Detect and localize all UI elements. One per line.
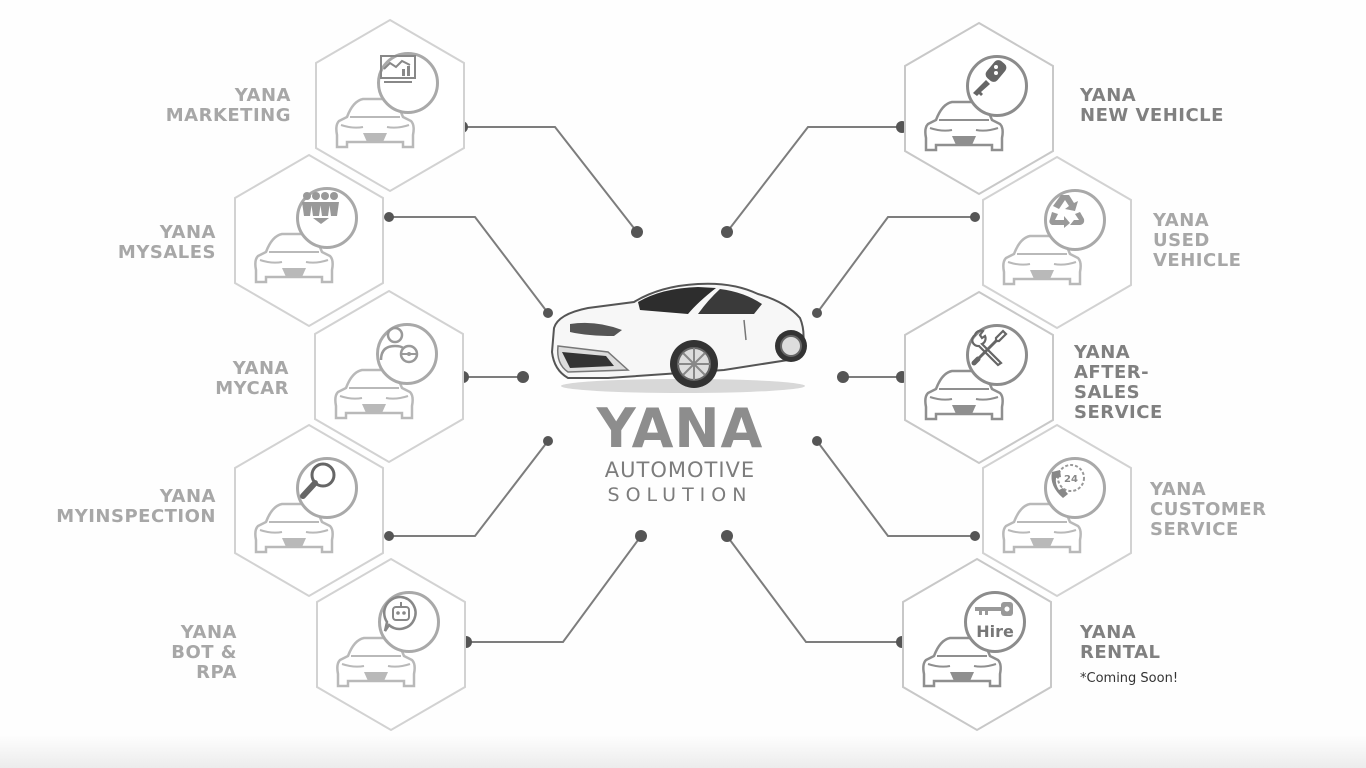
brand-title: YANA <box>596 397 764 460</box>
magnifier-icon <box>296 457 358 519</box>
bottom-shade <box>0 735 1366 768</box>
module-marketing[interactable] <box>315 18 465 193</box>
brand-subtitle-automotive: AUTOMOTIVE <box>604 458 756 482</box>
connector-customer-service <box>816 440 975 537</box>
marketing-chart-icon <box>377 52 439 114</box>
hire-label: Hire <box>976 621 1014 641</box>
module-bot-rpa[interactable] <box>316 557 466 732</box>
svg-text:24: 24 <box>1064 474 1078 485</box>
module-mysales[interactable] <box>234 153 384 328</box>
wrench-screwdriver-icon <box>966 324 1028 386</box>
robot-chat-icon <box>378 591 440 653</box>
connector-bot-rpa <box>466 535 642 643</box>
module-used-vehicle[interactable] <box>982 155 1132 330</box>
module-after-sales[interactable] <box>904 290 1054 465</box>
module-rental[interactable]: Hire <box>902 557 1052 732</box>
connector-mysales <box>389 216 549 314</box>
sports-car-illustration <box>550 282 807 393</box>
connector-new-vehicle <box>726 126 902 233</box>
recycle-icon <box>1044 189 1106 251</box>
coming-soon-note: *Coming Soon! <box>1080 671 1179 686</box>
module-mycar[interactable] <box>314 289 464 464</box>
hire-key-icon: Hire <box>964 591 1026 653</box>
car-key-icon <box>966 55 1028 117</box>
module-customer-service[interactable]: 24 <box>982 423 1132 598</box>
salespeople-icon <box>296 187 358 249</box>
module-new-vehicle[interactable] <box>904 21 1054 196</box>
connector-marketing <box>462 126 638 233</box>
phone-24-icon: 24 <box>1044 457 1106 519</box>
connector-myinspection <box>389 440 549 537</box>
connector-rental <box>726 535 902 643</box>
module-myinspection[interactable] <box>234 423 384 598</box>
connector-used-vehicle <box>816 216 975 314</box>
driver-steering-wheel-icon <box>376 323 438 385</box>
brand-subtitle-solution: SOLUTION <box>607 484 753 506</box>
